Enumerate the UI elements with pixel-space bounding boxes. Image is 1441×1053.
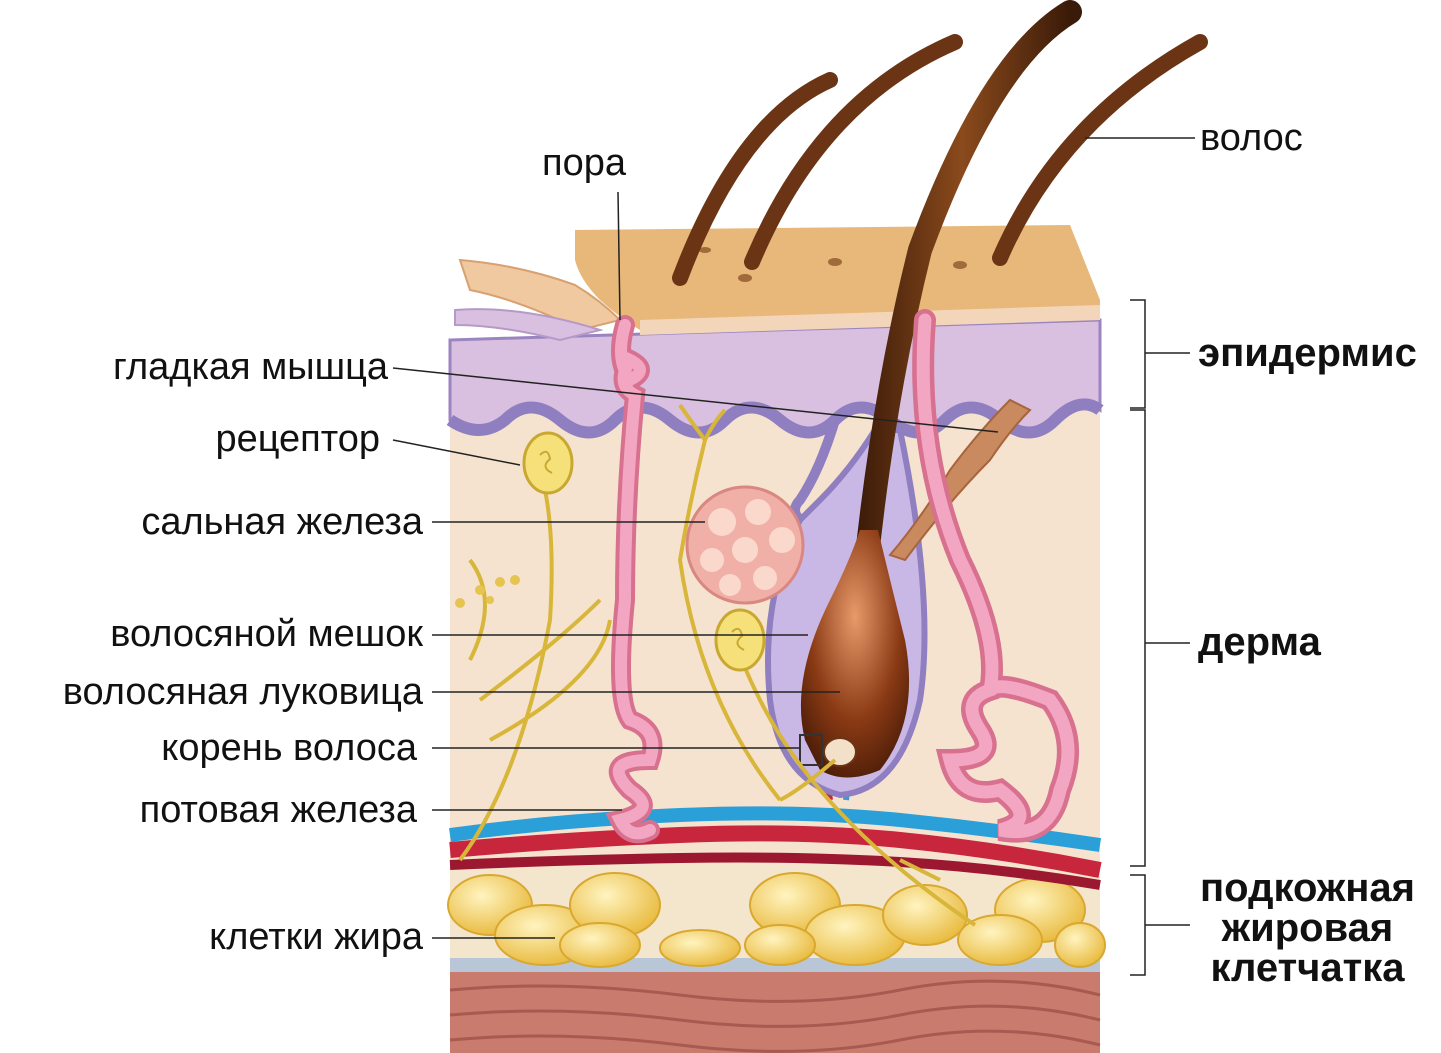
hypodermis-label-line-1: подкожная: [1180, 868, 1435, 908]
sebaceous-gland: [687, 487, 803, 603]
hair-root-label: корень волоса: [161, 729, 417, 767]
receptor-label: рецептор: [215, 420, 380, 458]
hypodermis-label-line-3: клетчатка: [1180, 948, 1435, 988]
hypodermis-label: подкожная жировая клетчатка: [1180, 868, 1435, 988]
hair-bulb-label: волосяная луковица: [63, 673, 423, 711]
hypodermis-layer: [448, 865, 1105, 972]
hair-follicle-label: волосяной мешок: [110, 615, 423, 653]
sebaceous-gland-label: сальная железа: [141, 503, 423, 541]
pore-label: пора: [542, 144, 626, 182]
hair-label: волос: [1200, 119, 1303, 157]
muscle-layer: [450, 972, 1100, 1053]
hypodermis-label-line-2: жировая: [1180, 908, 1435, 948]
smooth-muscle-label: гладкая мышца: [113, 348, 388, 386]
sweat-gland-label: потовая железа: [140, 791, 417, 829]
dermis-label: дерма: [1198, 622, 1321, 662]
epidermis-label: эпидермис: [1198, 333, 1417, 373]
fat-cells-label: клетки жира: [209, 918, 423, 956]
